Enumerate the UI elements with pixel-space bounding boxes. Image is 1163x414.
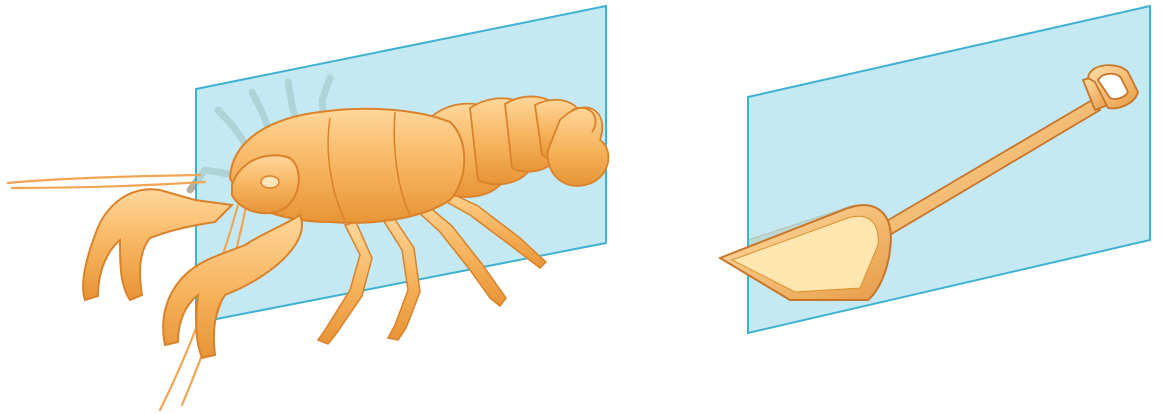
shovel-panel <box>720 6 1150 333</box>
crayfish-panel <box>8 6 608 410</box>
crayfish-eye <box>261 176 279 188</box>
